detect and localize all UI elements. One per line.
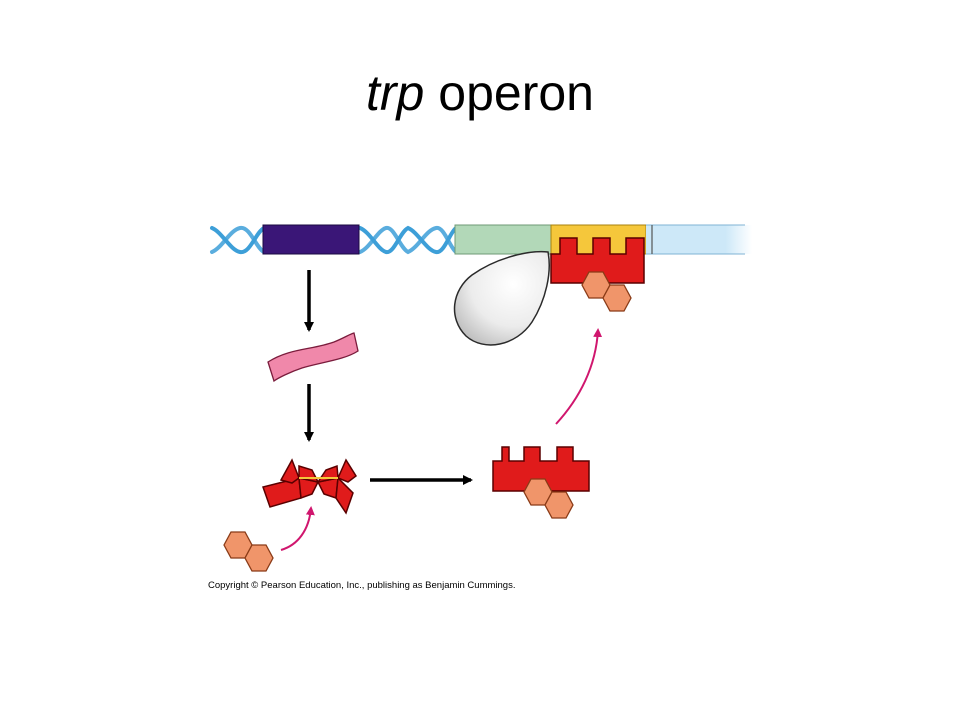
operator-binding-arrow	[555, 328, 603, 425]
operon-genes-block	[646, 225, 752, 254]
tryptophan-bound-b	[602, 284, 632, 312]
inactive-repressor	[262, 458, 358, 515]
dna-helix-middle	[358, 225, 458, 255]
copyright-notice: Copyright © Pearson Education, Inc., pub…	[208, 580, 516, 591]
title-operon-word: operon	[424, 65, 594, 121]
regulatory-gene-block	[262, 224, 360, 255]
dna-helix-left	[210, 226, 266, 254]
title-gene-name: trp	[366, 65, 425, 121]
active-repressor-bound	[550, 237, 645, 312]
slide-title: trp operon	[0, 58, 960, 128]
tryptophan-binding-arrow	[280, 506, 315, 551]
tryptophan-free	[223, 531, 274, 572]
mrna-strand	[267, 332, 359, 383]
tryptophan-free-b	[244, 544, 274, 572]
rna-polymerase	[453, 250, 550, 346]
promoter-block	[454, 224, 552, 255]
tryptophan-active-b	[544, 491, 574, 519]
active-repressor-free	[492, 446, 590, 519]
